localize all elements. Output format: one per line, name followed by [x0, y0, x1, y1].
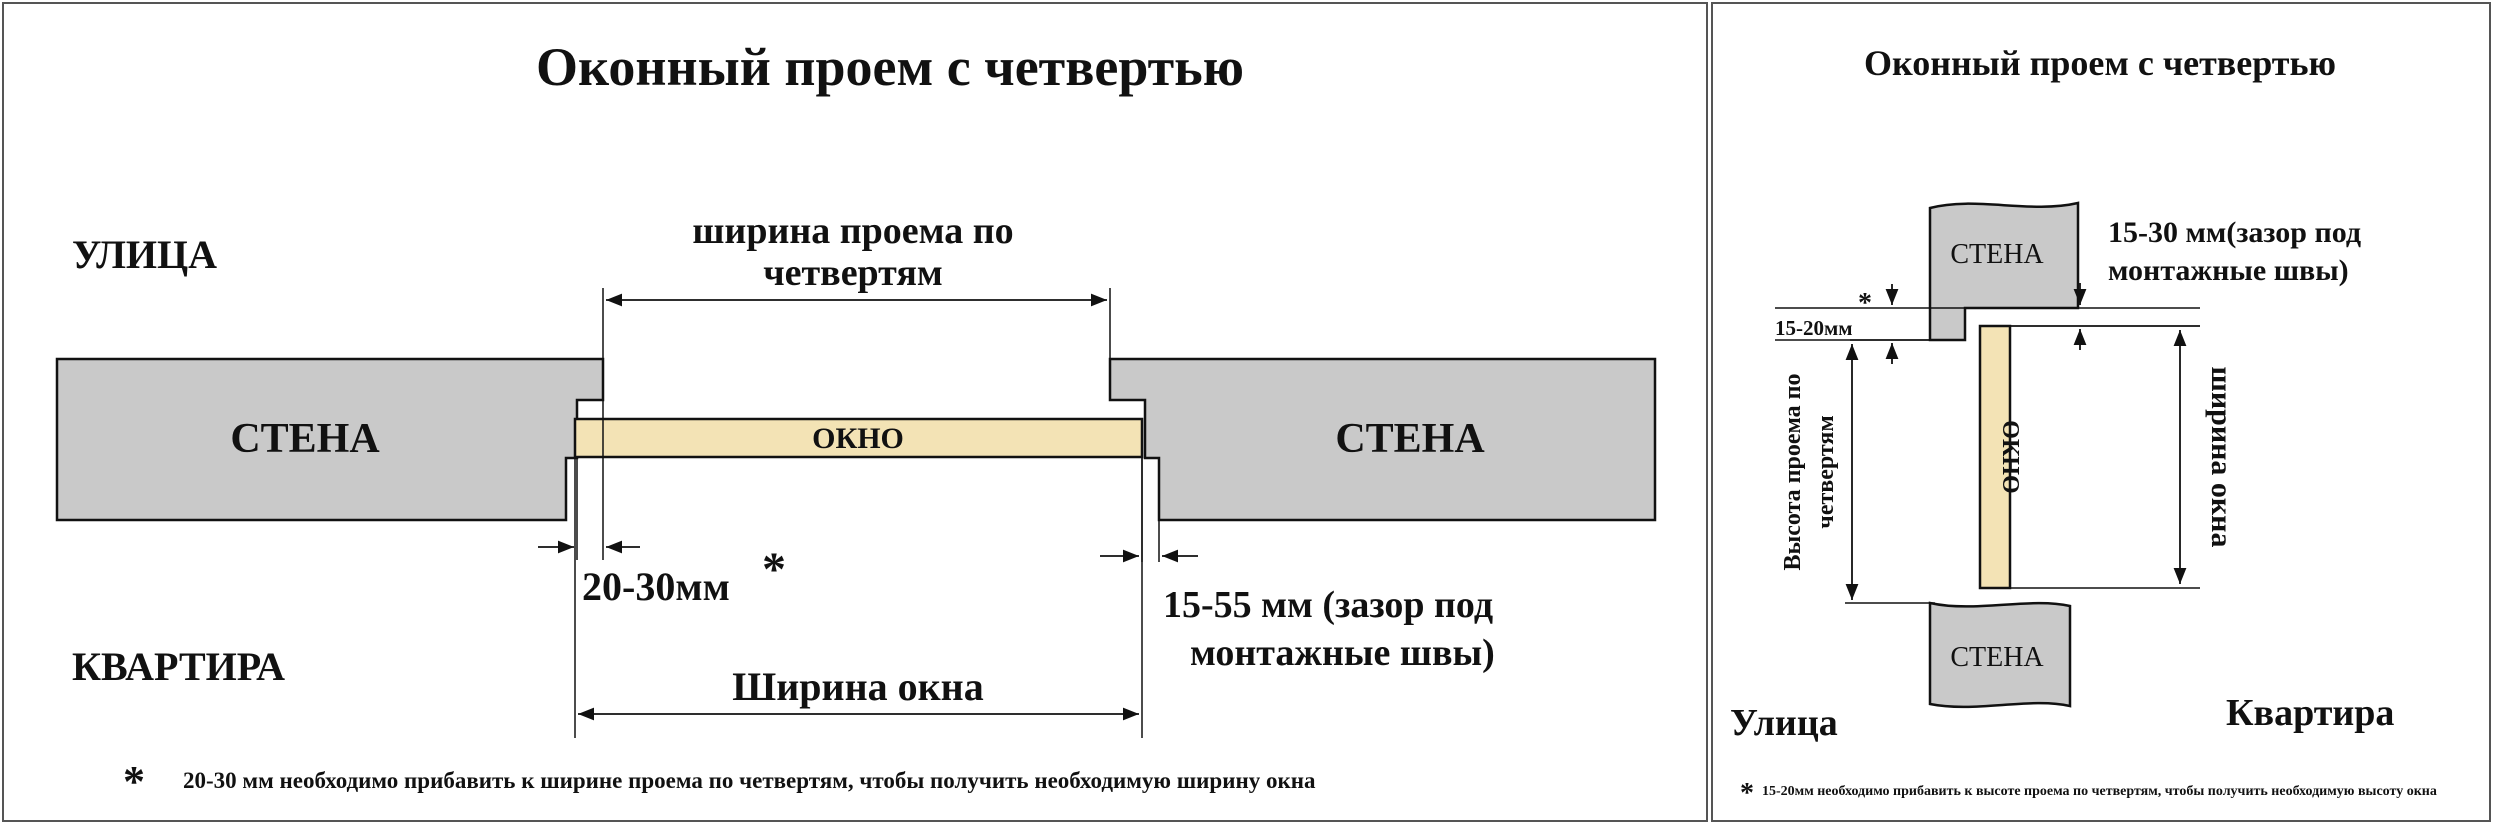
side-gap-label-line2: монтажные швы): [2108, 254, 2349, 287]
side-footnote-text: 15-20мм необходимо прибавить к высоте пр…: [1762, 784, 2437, 799]
footnote-asterisk: *: [123, 757, 145, 806]
side-window-pane: [1978, 324, 2012, 590]
side-panel-frame: [1711, 2, 2491, 822]
gap-label-line2: монтажные швы): [1190, 632, 1495, 674]
side-apartment-label: Квартира: [2226, 692, 2394, 734]
window-label: ОКНО: [812, 422, 904, 455]
main-panel: Оконный проем с четвертью УЛИЦА КВАРТИРА…: [2, 2, 1708, 822]
wall-left-label: СТЕНА: [230, 416, 380, 462]
main-title: Оконный проем с четвертью: [536, 37, 1244, 97]
side-street-label: Улица: [1730, 702, 1838, 744]
street-label: УЛИЦА: [72, 232, 217, 277]
side-height-label-line2: четвертям: [1813, 415, 1839, 528]
side-quarter-asterisk: *: [1858, 288, 1872, 319]
gap-label-line1: 15-55 мм (зазор под: [1163, 584, 1493, 626]
window-width-label: Ширина окна: [732, 664, 983, 709]
side-wall-top-label: СТЕНА: [1950, 239, 2044, 270]
apartment-label: КВАРТИРА: [72, 644, 285, 689]
window-pane: [573, 417, 1144, 459]
wall-right: [1108, 357, 1657, 522]
side-gap-label-line1: 15-30 мм(зазор под: [2108, 216, 2361, 249]
wall-right-label: СТЕНА: [1335, 416, 1485, 462]
quarter-dim-label: 20-30мм: [582, 564, 730, 609]
side-footnote-asterisk: *: [1740, 778, 1754, 809]
side-height-label-line1: Высота проема по: [1780, 373, 1806, 570]
side-wall-top: [1928, 201, 2080, 342]
opening-width-label-line1: ширина проема по: [692, 210, 1013, 252]
footnote-text: 20-30 мм необходимо прибавить к ширине п…: [183, 768, 1316, 793]
side-title: Оконный проем с четвертью: [1864, 43, 2336, 83]
side-quarter-dim-label: 15-20мм: [1775, 316, 1853, 340]
side-wall-bottom-label: СТЕНА: [1950, 642, 2044, 673]
side-panel: Оконный проем с четвертью СТЕНА СТЕНА ОК…: [1711, 2, 2491, 822]
side-window-label: ОКНО: [1997, 420, 2023, 493]
side-window-width-label: ширина окна: [2205, 367, 2238, 548]
quarter-asterisk: *: [762, 543, 786, 596]
opening-width-label-line2: четвертям: [763, 252, 943, 294]
side-wall-bottom: [1928, 601, 2072, 709]
